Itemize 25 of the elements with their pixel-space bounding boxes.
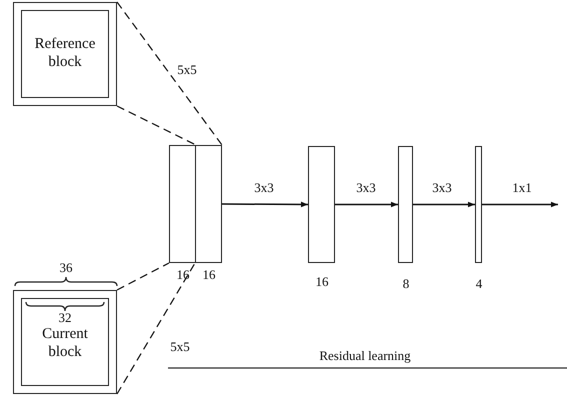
block-frame	[13, 2, 117, 106]
block-box	[21, 298, 109, 386]
edge-label: 1x1	[512, 180, 532, 195]
size-label: 32	[58, 311, 72, 325]
size-label: 16	[176, 267, 190, 282]
arrow	[335, 202, 398, 208]
size-label: 4	[476, 276, 482, 291]
edge-label: 3x3	[432, 180, 452, 195]
block-label: Reference block	[34, 35, 96, 71]
block-box	[21, 10, 109, 98]
caption-text: Residual learning	[319, 348, 411, 363]
arrow	[413, 202, 475, 208]
size-label: 16	[202, 267, 216, 282]
size-label: 36	[60, 260, 72, 275]
projection-line	[116, 105, 196, 146]
projection-line	[116, 2, 222, 146]
arrow	[222, 202, 308, 208]
block-label: Current block	[41, 325, 89, 361]
size-label: 16	[316, 274, 328, 289]
projection-line	[116, 262, 196, 394]
projection-line	[116, 262, 170, 291]
edge-label: 3x3	[254, 180, 274, 195]
arrow	[482, 202, 558, 208]
size-label: 8	[402, 276, 410, 291]
edge-label: 3x3	[356, 180, 376, 195]
